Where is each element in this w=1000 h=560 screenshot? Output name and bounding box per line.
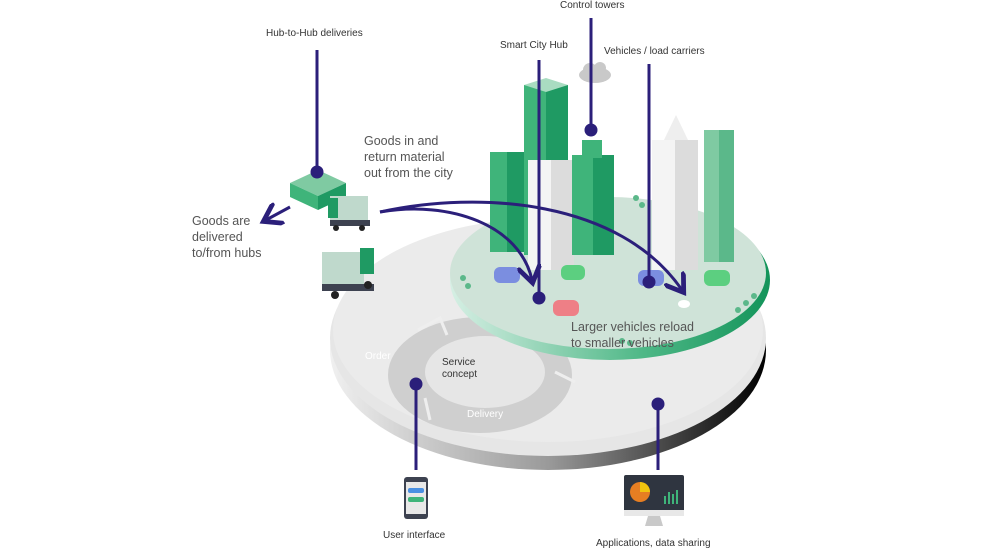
note-larger-vehicles: Larger vehicles reload to smaller vehicl… bbox=[571, 319, 694, 351]
cycle-center-label: Service concept bbox=[442, 357, 477, 381]
monitor-icon bbox=[624, 475, 684, 526]
cycle-order-label: Order bbox=[365, 351, 391, 362]
note-line: Goods in and bbox=[364, 134, 439, 148]
truck-icon bbox=[322, 248, 374, 299]
label-vehicles: Vehicles / load carriers bbox=[604, 46, 705, 57]
note-line: to/from hubs bbox=[192, 246, 262, 260]
cycle-center-line: concept bbox=[442, 369, 478, 380]
note-line: delivered bbox=[192, 230, 243, 244]
cycle-center-line: Service bbox=[442, 357, 476, 368]
note-line: Goods are bbox=[192, 214, 251, 228]
note-line: return material bbox=[364, 150, 445, 164]
truck-icon bbox=[328, 196, 370, 231]
label-hub-to-hub: Hub-to-Hub deliveries bbox=[266, 28, 363, 39]
note-line: to smaller vehicles bbox=[571, 336, 674, 350]
note-goods-delivered: Goods are delivered to/from hubs bbox=[192, 213, 261, 261]
phone-icon bbox=[404, 477, 428, 519]
connector-lines bbox=[310, 18, 665, 470]
tree-icons bbox=[460, 195, 757, 346]
city-buildings bbox=[490, 78, 734, 270]
note-goods-in: Goods in and return material out from th… bbox=[364, 133, 453, 181]
label-control-towers: Control towers bbox=[560, 0, 625, 11]
note-line: Larger vehicles reload bbox=[571, 320, 694, 334]
label-user-interface: User interface bbox=[383, 530, 446, 541]
label-smart-city-hub: Smart City Hub bbox=[500, 40, 568, 51]
cycle-delivery-label: Delivery bbox=[467, 409, 504, 420]
label-applications: Applications, data sharing bbox=[596, 538, 711, 549]
cloud-icon bbox=[579, 62, 611, 83]
flow-arrows bbox=[266, 200, 682, 290]
note-line: out from the city bbox=[364, 166, 453, 180]
car-icons bbox=[494, 265, 730, 316]
